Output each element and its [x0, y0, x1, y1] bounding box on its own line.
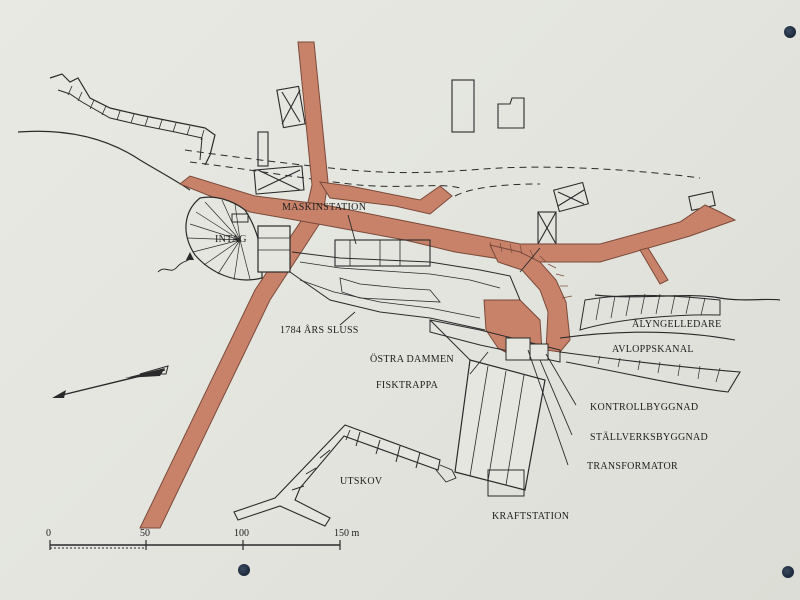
- kraftstation-hall: [454, 359, 546, 491]
- road-hatching: [489, 241, 573, 299]
- intag-fan-lines: [187, 199, 251, 281]
- intag-gate: [231, 213, 249, 223]
- label-intag: INTAG: [215, 234, 247, 245]
- shoreline-east: [594, 294, 781, 301]
- alyngelledare-bank: [579, 294, 721, 331]
- mounting-screw-icon: [238, 564, 250, 576]
- flow-squiggle-head: [186, 252, 194, 260]
- label-sluss: 1784 ÅRS SLUSS: [280, 325, 359, 336]
- building-small-a: [257, 131, 269, 167]
- road-north-stub: [319, 181, 453, 215]
- shoreline-west: [17, 130, 191, 191]
- intag-building: [257, 225, 291, 273]
- building-north-3: [497, 97, 525, 129]
- scale-tick-0: 0: [46, 528, 51, 539]
- roads: [139, 41, 737, 529]
- scale-tick-150: 150 m: [334, 528, 360, 539]
- dashed-path-inner: [189, 161, 541, 197]
- avloppskanal-upper: [559, 331, 736, 341]
- label-maskinstation: MASKINSTATION: [282, 202, 367, 213]
- tailrace-box: [487, 469, 525, 497]
- kontroll-block: [505, 337, 531, 361]
- maskinstation-building: [334, 239, 431, 267]
- alyngelledare-hatching: [595, 293, 706, 321]
- dam-structure: [429, 319, 561, 363]
- road-main-diagonal: [139, 41, 329, 529]
- north-wall: [49, 73, 216, 166]
- scale-bar: [49, 540, 341, 550]
- sluss-chamber: [339, 277, 441, 303]
- label-transformator: TRANSFORMATOR: [587, 461, 678, 472]
- scale-tick-100: 100: [234, 528, 249, 539]
- road-east-west: [179, 175, 737, 263]
- utskov-piers: [291, 431, 421, 491]
- canal-inner: [299, 261, 501, 319]
- north-wall-inner: [57, 89, 203, 161]
- north-arrow-icon: [52, 365, 169, 398]
- scale-tick-50: 50: [140, 528, 150, 539]
- building-small-b: [253, 165, 305, 195]
- stallverk-block: [529, 343, 549, 361]
- kraftstation-bays: [469, 365, 525, 486]
- buildings: [253, 79, 716, 245]
- building-north-1: [276, 85, 306, 129]
- canal-outer: [289, 251, 521, 331]
- building-east-1: [552, 181, 590, 213]
- label-utskov: UTSKOV: [340, 476, 383, 487]
- north-wall-hatching: [67, 85, 205, 141]
- label-alyngelledare: ÅLYNGELLEDARE: [632, 319, 722, 330]
- dashed-path-north: [184, 149, 701, 179]
- mounting-screw-icon: [784, 26, 796, 38]
- road-east-stub: [639, 247, 669, 285]
- label-kraftstation: KRAFTSTATION: [492, 511, 570, 522]
- building-north-2: [451, 79, 475, 133]
- label-ostra-dammen: ÖSTRA DAMMEN: [370, 354, 454, 365]
- label-stallverksbyggnad: STÄLLVERKSBYGGNAD: [590, 432, 709, 443]
- utskov-pier: [233, 424, 441, 527]
- label-avloppskanal: AVLOPPSKANAL: [612, 344, 694, 355]
- utskov-inner: [345, 429, 457, 483]
- avloppskanal-hatching: [597, 355, 721, 383]
- mounting-screw-icon: [782, 566, 794, 578]
- label-fisktrappa: FISKTRAPPA: [376, 380, 439, 391]
- flow-squiggle: [157, 257, 191, 273]
- leader-lines: [339, 214, 577, 466]
- avloppskanal-lower: [559, 351, 741, 393]
- label-kontrollbyggnad: KONTROLLBYGGNAD: [590, 402, 699, 413]
